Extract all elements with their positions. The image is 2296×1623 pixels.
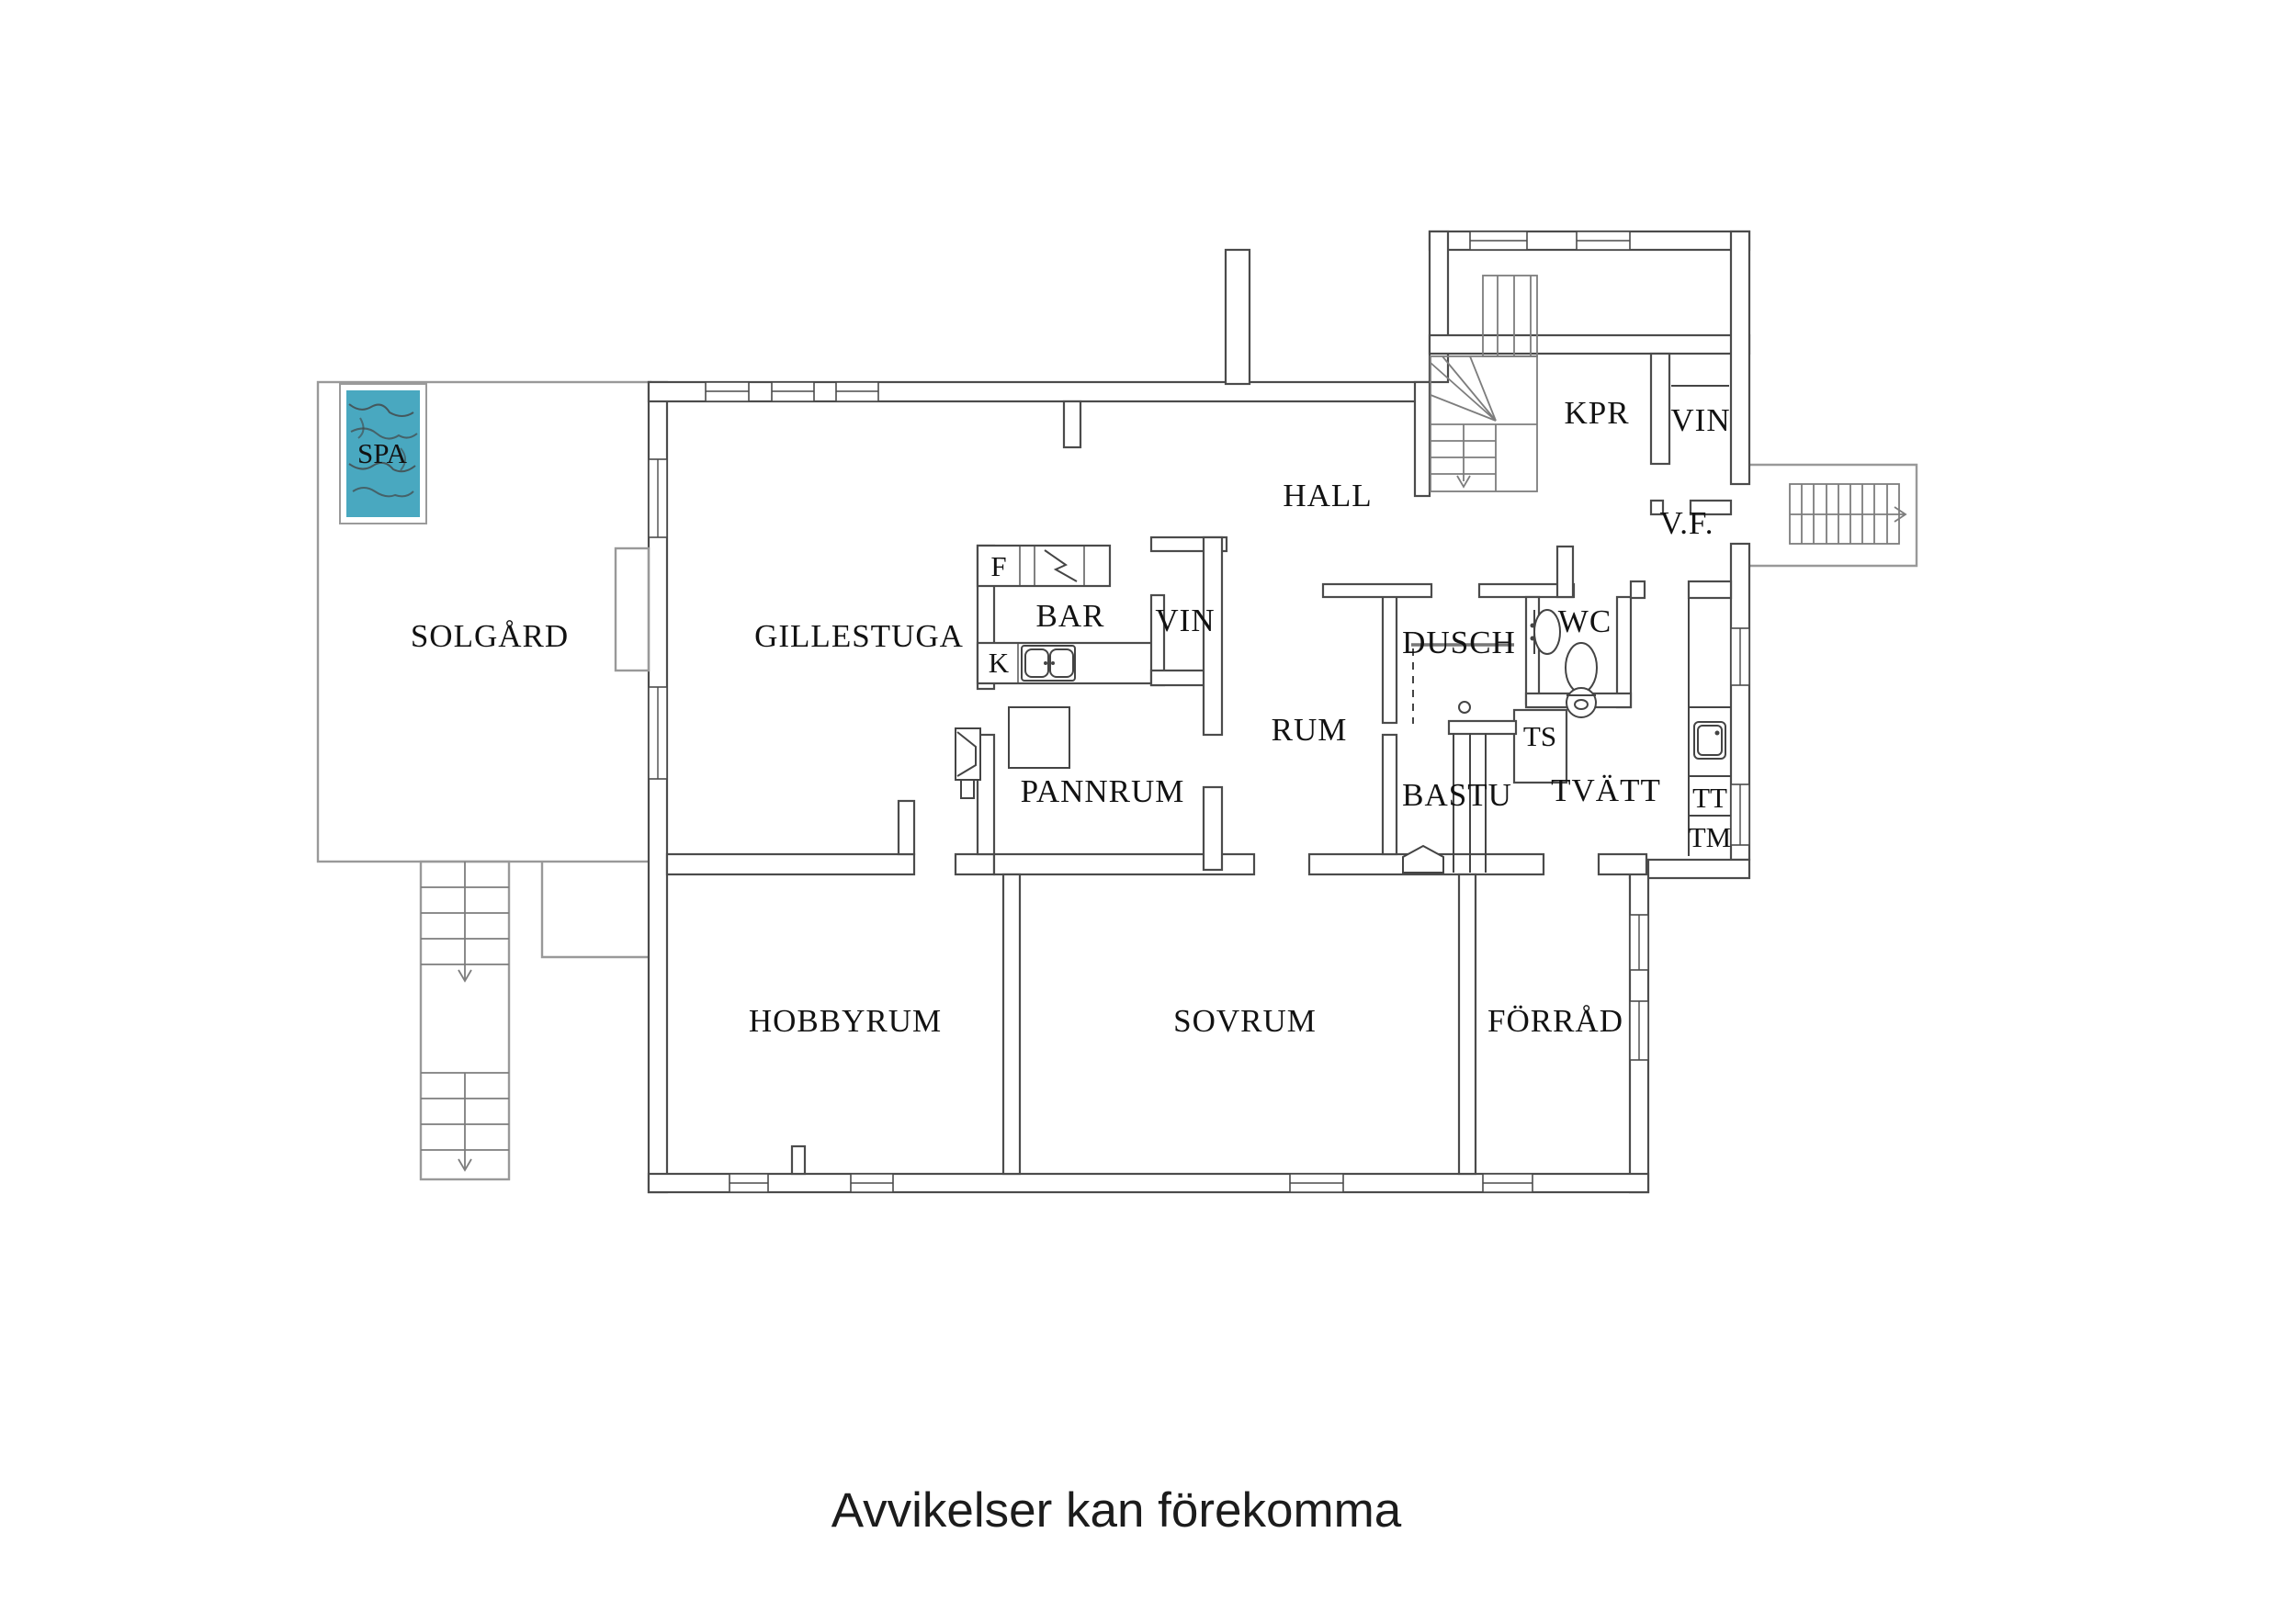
room-label-rum: RUM [1272, 712, 1348, 748]
room-label-forrad: FÖRRÅD [1487, 1003, 1623, 1039]
room-label-dusch: DUSCH [1402, 625, 1516, 660]
toilet-icon [1565, 642, 1598, 718]
room-label-pannrum: PANNRUM [1021, 773, 1185, 809]
window-icon [850, 1173, 894, 1193]
label-tt: TT [1692, 782, 1727, 814]
disclaimer-text: Avvikelser kan förekomma [831, 1483, 1402, 1538]
room-label-bastu: BASTU [1402, 777, 1512, 813]
sauna-benches [1453, 733, 1487, 873]
room-label-bar: BAR [1036, 598, 1105, 634]
right-exterior-stairs-icon [1789, 483, 1907, 545]
window-icon [1482, 1173, 1533, 1193]
room-label-solgard: SOLGÅRD [411, 618, 569, 654]
room-label-hall: HALL [1283, 478, 1372, 513]
label-kitchen: K [989, 647, 1010, 679]
window-icon [1576, 231, 1631, 251]
room-label-vf: V.F. [1660, 505, 1714, 541]
left-exterior-stairs-icon [421, 862, 509, 1172]
label-ts: TS [1523, 720, 1556, 752]
furnace-icon [955, 727, 981, 799]
window-icon [835, 381, 879, 402]
kitchen-sink-icon [1021, 645, 1076, 682]
interior-winder-stairs-icon [1430, 275, 1538, 492]
window-icon [771, 381, 815, 402]
room-label-wc: WC [1558, 603, 1612, 639]
sauna-heater-icon [1402, 844, 1444, 873]
window-icon [648, 686, 668, 780]
window-icon [1730, 783, 1750, 846]
room-labels: SPA SOLGÅRD GILLESTUGA F BAR K VIN PANNR… [357, 395, 1731, 1039]
wc-sink-icon [1530, 609, 1561, 655]
room-label-hobbyrum: HOBBYRUM [749, 1003, 942, 1039]
label-tm: TM [1689, 821, 1732, 853]
room-label-gillestuga: GILLESTUGA [754, 618, 964, 654]
window-icon [648, 458, 668, 538]
boiler-icon [1008, 706, 1070, 769]
laundry-counter [1688, 598, 1731, 856]
window-icon [705, 381, 750, 402]
room-label-kpr: KPR [1564, 395, 1629, 431]
shower-partition [1411, 643, 1514, 724]
window-icon [1289, 1173, 1344, 1193]
electric-panel-icon [1044, 549, 1078, 582]
fixtures [339, 383, 1731, 873]
room-label-spa: SPA [357, 437, 408, 469]
window-icon [1469, 231, 1528, 251]
label-fridge: F [990, 550, 1006, 582]
window-icon [729, 1173, 769, 1193]
walls [614, 230, 1751, 1194]
room-label-vin-upper: VIN [1670, 402, 1730, 438]
spa-pool [339, 383, 427, 524]
window-icon [1730, 627, 1750, 686]
window-icon [1629, 914, 1649, 971]
room-label-vin-bar: VIN [1155, 603, 1215, 638]
laundry-sink-icon [1693, 721, 1726, 760]
room-label-sovrum: SOVRUM [1173, 1003, 1317, 1039]
window-icon [1629, 1000, 1649, 1061]
room-label-tvatt: TVÄTT [1551, 772, 1661, 808]
windows [648, 231, 1750, 1193]
